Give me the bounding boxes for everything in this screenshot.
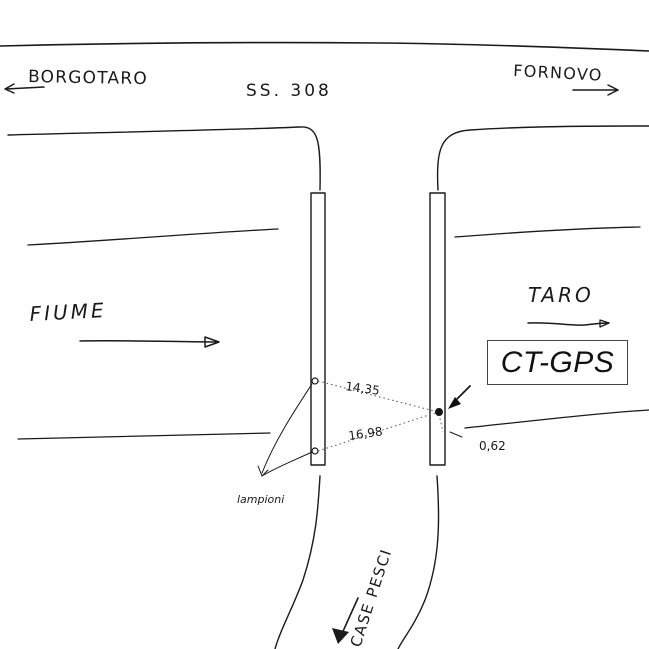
gps-callout-label: CT-GPS — [500, 345, 615, 379]
measure-line-offset — [438, 413, 444, 433]
offset-leader — [449, 431, 463, 438]
river-flow-arrow-left-icon — [79, 336, 220, 348]
label-taro: TARO — [528, 283, 594, 307]
label-road-ss308: SS. 308 — [246, 81, 332, 101]
river-line-left-1 — [27, 228, 279, 246]
south-road-edge-right — [397, 475, 440, 649]
label-borgotaro: BORGOTARO — [28, 67, 148, 89]
measure-line-lower — [317, 411, 439, 452]
road-bottom-edge-right — [436, 125, 649, 191]
label-fiume: FIUME — [29, 298, 107, 326]
road-bottom-edge-left — [7, 126, 321, 191]
lamp-leader-lower — [261, 451, 313, 477]
gps-callout-box: CT-GPS — [487, 340, 628, 385]
label-lampioni: lampioni — [237, 493, 284, 506]
road-top-edge — [0, 41, 649, 52]
label-fornovo: FORNOVO — [513, 61, 603, 85]
lamp-post-upper — [311, 377, 319, 385]
label-lower-distance: 16,98 — [347, 424, 383, 443]
bridge-rail-left — [310, 192, 326, 466]
label-case-pesci: CASE PESCI — [347, 546, 396, 649]
lamp-leader-upper — [261, 383, 313, 474]
label-offset: 0,62 — [479, 439, 506, 453]
south-road-edge-left — [274, 475, 321, 649]
lamp-post-lower — [311, 447, 319, 455]
south-road-arrow-icon — [332, 597, 359, 644]
arrow-left-icon — [4, 83, 45, 94]
gps-point-marker — [435, 408, 443, 416]
river-line-left-2 — [17, 432, 271, 440]
river-line-right-2 — [464, 409, 649, 429]
label-upper-distance: 14,35 — [345, 379, 381, 398]
arrow-right-icon — [572, 84, 619, 96]
bridge-rail-right — [429, 192, 446, 466]
lamp-leader-arrowhead — [257, 465, 269, 477]
gps-pointer-arrowhead — [448, 397, 461, 409]
river-flow-arrow-right-icon — [527, 319, 610, 328]
river-line-right-1 — [454, 226, 641, 238]
